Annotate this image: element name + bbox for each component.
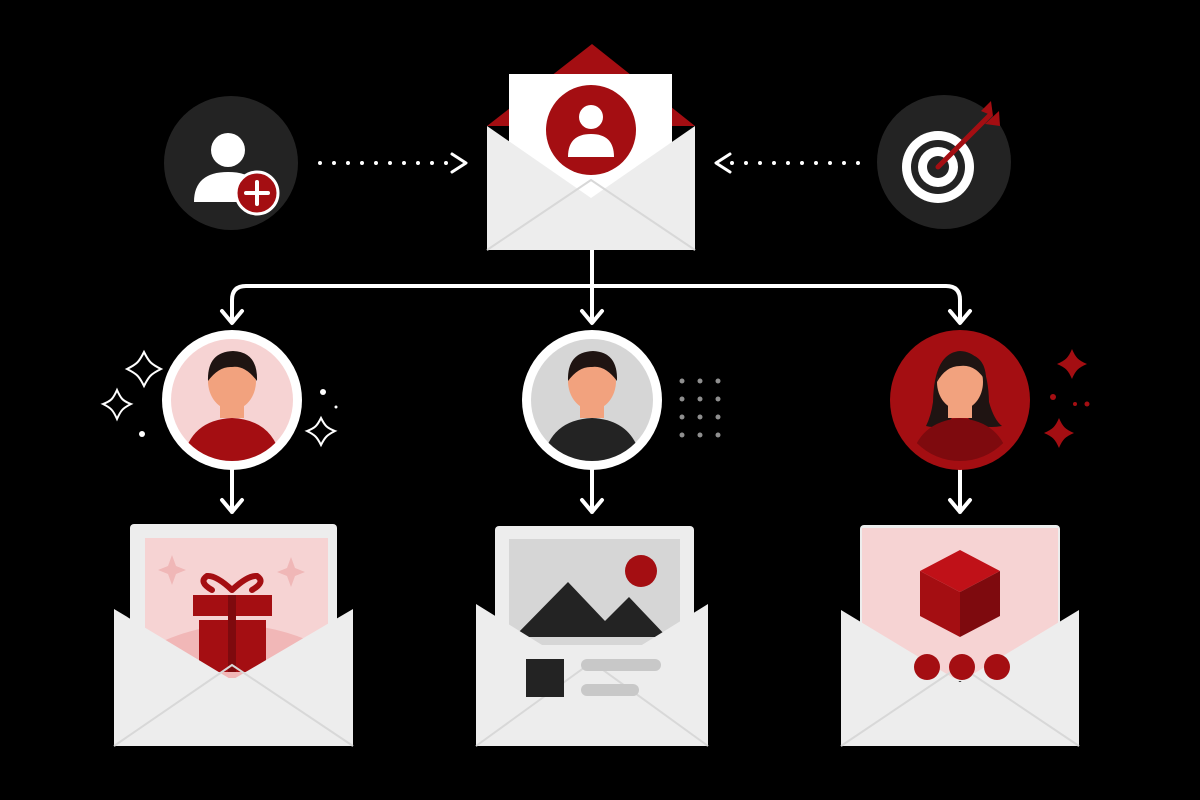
envelope-front xyxy=(487,126,695,250)
dot-grid xyxy=(679,378,721,438)
arrowhead-left xyxy=(220,309,244,325)
add-user-icon xyxy=(194,133,280,216)
dots-icon xyxy=(914,654,1010,680)
recipient-connectors xyxy=(220,466,972,514)
recipient-2-shirt xyxy=(542,418,642,461)
recipient-1-email xyxy=(113,524,354,747)
recipient-3-envelope-front xyxy=(841,610,1079,746)
gift-icon xyxy=(193,572,272,672)
recipient-1-shirt xyxy=(182,418,282,461)
right-branch-line xyxy=(592,284,962,320)
recipient-1-sparkles xyxy=(100,349,338,448)
profile-icon xyxy=(568,105,614,157)
target-node xyxy=(877,95,1011,229)
image-placeholder-icon xyxy=(514,555,667,637)
product-cube-icon xyxy=(920,550,1000,637)
recipient-arrow-right xyxy=(948,466,972,514)
dotted-arrow-right xyxy=(714,152,860,174)
arrowhead-right xyxy=(948,309,972,325)
recipient-arrow-center xyxy=(580,466,604,514)
target-icon xyxy=(902,101,1000,203)
add-user-node xyxy=(164,96,298,230)
envelope-with-profile-icon xyxy=(486,44,696,251)
dotted-arrow-left xyxy=(318,152,468,174)
recipient-3-sparkles xyxy=(1044,349,1090,448)
recipient-1-envelope-front xyxy=(114,609,353,746)
recipient-2-envelope-front xyxy=(476,604,708,746)
profile-badge xyxy=(546,85,636,175)
recipient-3-avatar xyxy=(890,330,1030,470)
recipient-3-shirt xyxy=(910,418,1010,461)
recipient-2-email xyxy=(475,526,709,747)
top-connectors xyxy=(318,152,860,174)
text-layout-icon xyxy=(526,659,661,697)
recipient-3-email xyxy=(840,525,1080,747)
recipient-2-avatar xyxy=(522,330,662,470)
central-email-node xyxy=(486,44,696,251)
left-branch-line xyxy=(230,284,592,320)
branch-connectors xyxy=(220,250,972,325)
recipient-arrow-left xyxy=(220,466,244,514)
arrowhead-center xyxy=(580,309,604,325)
recipient-1-avatar xyxy=(162,330,302,470)
